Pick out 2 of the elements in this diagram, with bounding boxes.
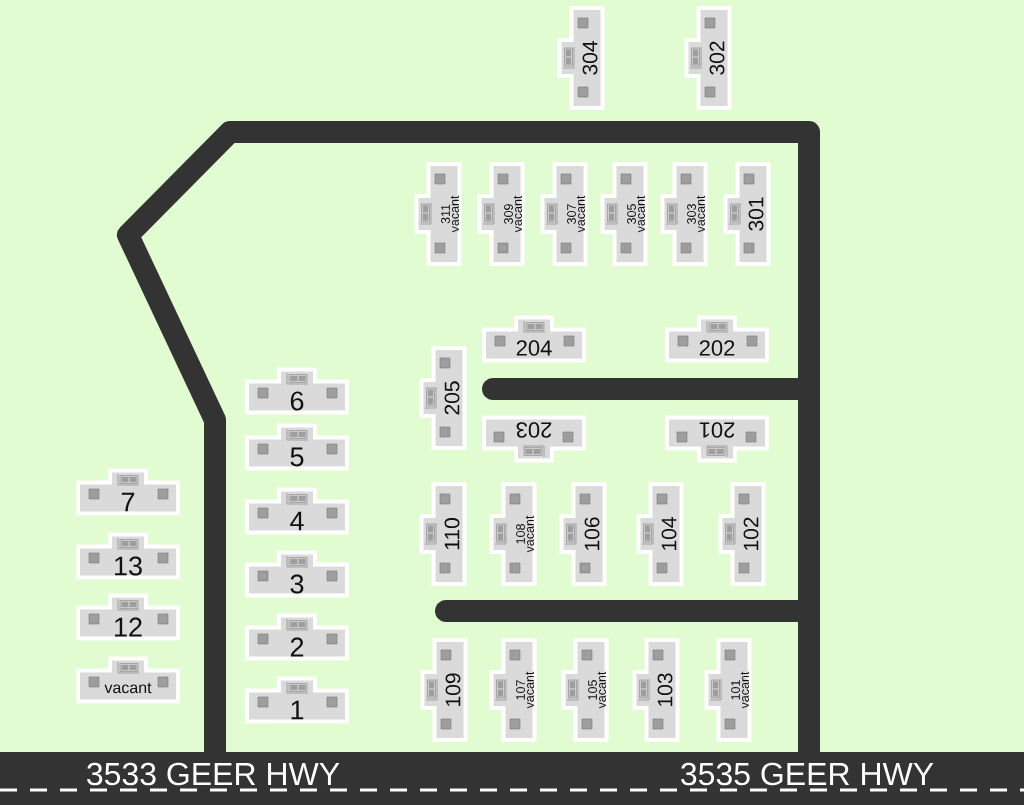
- road-label: 3533 GEER HWY: [87, 762, 340, 786]
- road-label: 3535 GEER HWY: [681, 762, 934, 786]
